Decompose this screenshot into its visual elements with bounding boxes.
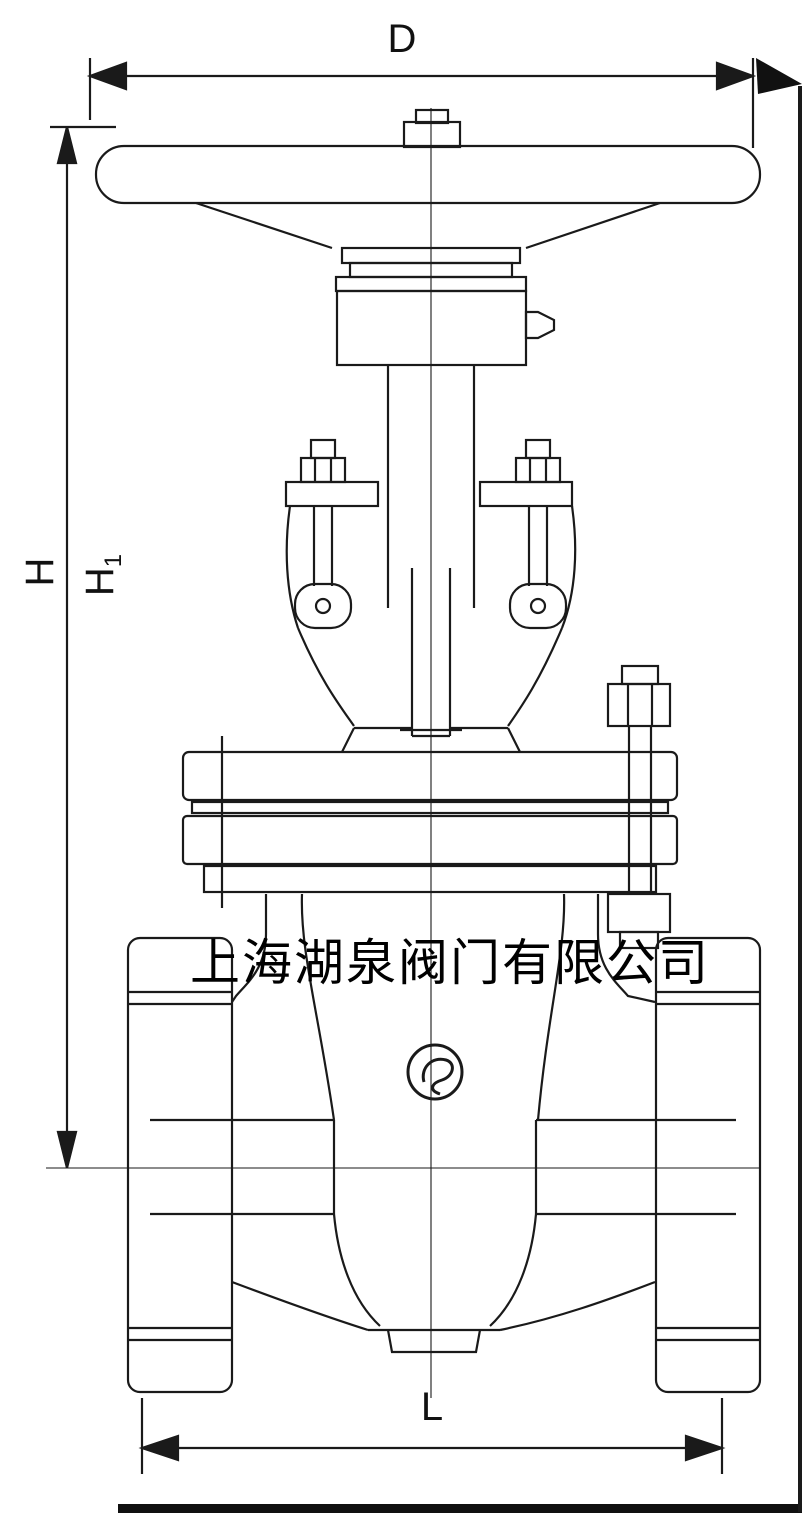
yoke bbox=[285, 505, 577, 753]
watermark-company-name: 上海湖泉阀门有限公司 bbox=[190, 935, 710, 991]
gland-bolt-left bbox=[293, 438, 353, 630]
scan-artifacts bbox=[118, 58, 802, 1513]
drawing-lines bbox=[46, 58, 802, 1513]
valve-body bbox=[150, 893, 736, 1354]
stem-assembly bbox=[386, 365, 476, 738]
dim-label-h: H bbox=[18, 558, 62, 587]
dim-label-h1: H1 bbox=[78, 554, 127, 596]
dimension-l bbox=[138, 1398, 726, 1474]
dim-label-h1-main: H bbox=[78, 567, 122, 596]
dimension-d bbox=[86, 58, 757, 148]
right-flange bbox=[654, 936, 762, 1394]
dim-label-d: D bbox=[388, 17, 417, 61]
dim-label-l: L bbox=[421, 1385, 443, 1429]
dim-label-h1-sub: 1 bbox=[100, 554, 127, 567]
dimension-h bbox=[50, 125, 116, 1169]
gland-plates bbox=[284, 480, 574, 508]
bonnet-bolt bbox=[606, 664, 672, 950]
bonnet-flange bbox=[181, 736, 679, 908]
left-flange bbox=[126, 936, 234, 1394]
stem-nut-stack bbox=[334, 246, 556, 367]
grease-fitting-icon bbox=[524, 310, 556, 340]
handwheel bbox=[94, 108, 762, 250]
gland-bolt-right bbox=[508, 438, 568, 630]
logo-icon bbox=[406, 1043, 464, 1101]
